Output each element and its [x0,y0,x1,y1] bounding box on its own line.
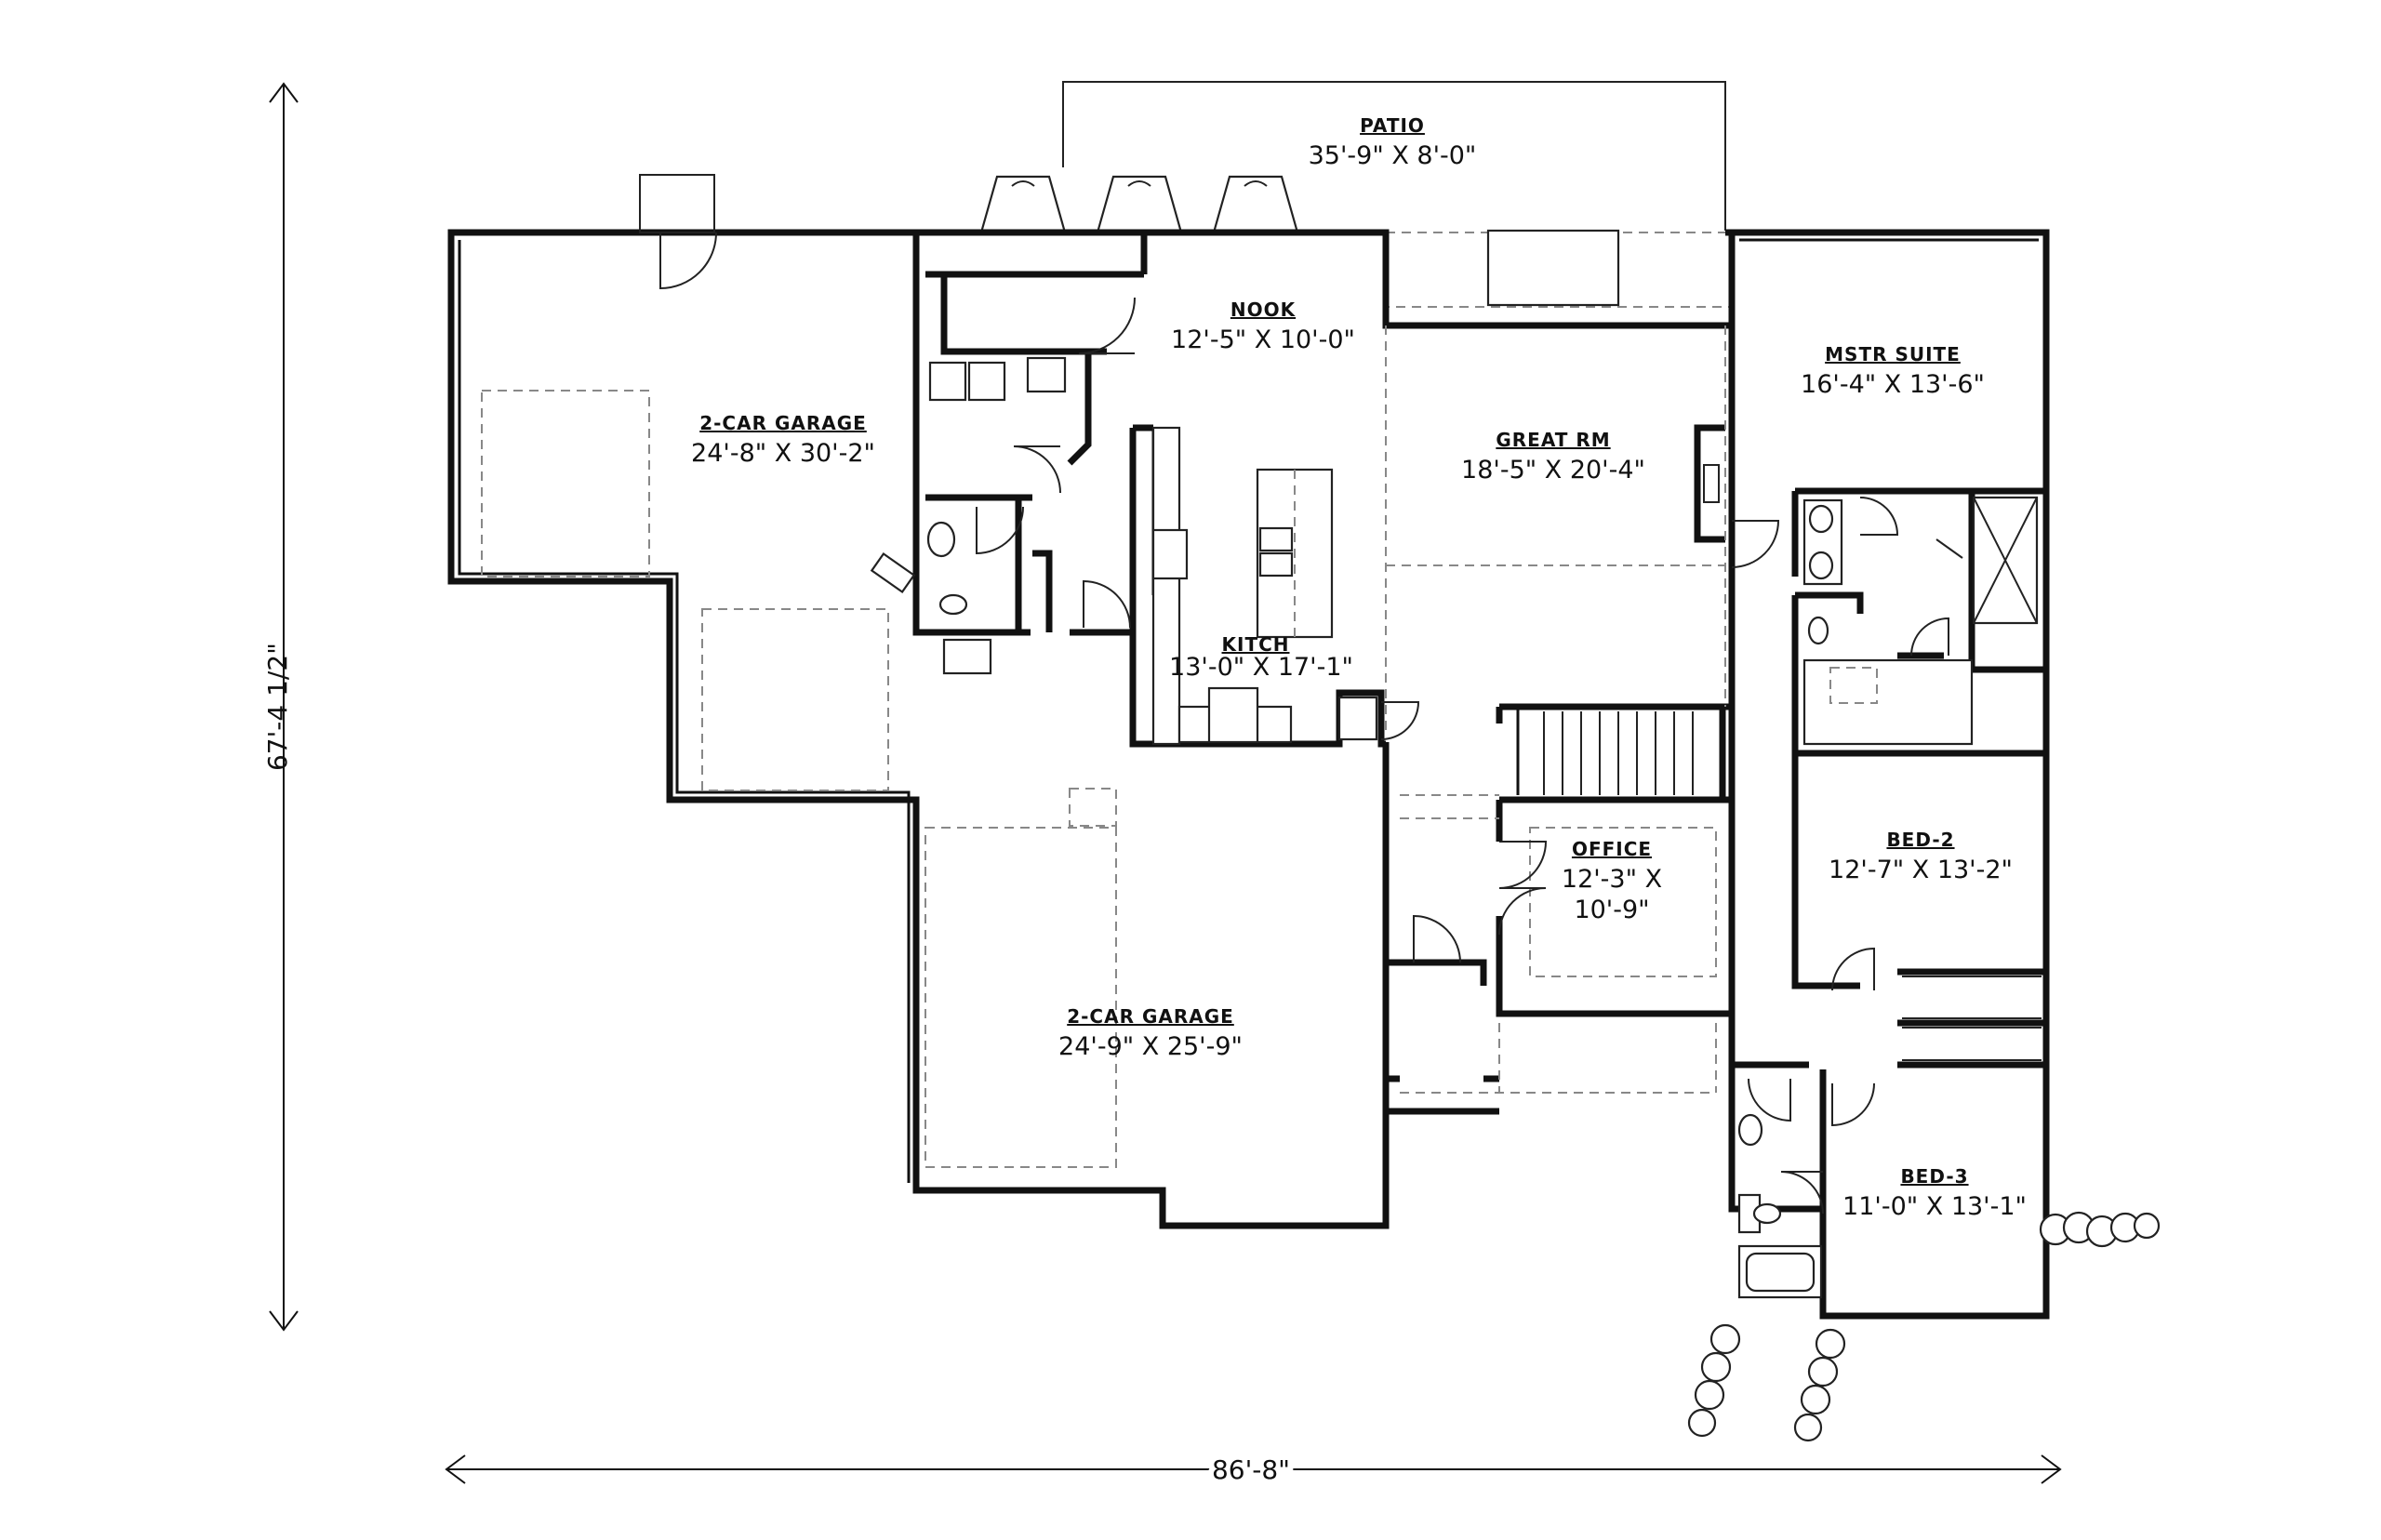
room-name-bed-3: BED-3 [1900,1165,1968,1188]
door-swings [659,232,1963,1215]
room-size-office-line2: 10'-9" [1574,896,1649,924]
room-size-office-line1: 12'-3" X [1562,865,1662,894]
room-size-bed-3: 11'-0" X 13'-1" [1842,1192,2027,1221]
patio-area [979,81,1731,308]
overall-width-label: 86'-8" [1212,1454,1290,1485]
room-name-garage-2: 2-CAR GARAGE [1067,1005,1234,1028]
room-name-kitchen: KITCH [1222,633,1290,656]
room-size-great-rm: 18'-5" X 20'-4" [1461,456,1645,485]
room-name-bed-2: BED-2 [1886,829,1954,851]
closet-shelves [1902,976,2042,1061]
room-name-patio: PATIO [1360,114,1425,137]
master-bath-fixtures [1802,496,2039,746]
room-size-garage-1: 24'-8" X 30'-2" [691,439,875,468]
bath-2-fixtures [1737,1113,1823,1299]
room-size-garage-2: 24'-9" X 25'-9" [1058,1032,1243,1061]
overall-depth-label: 67'-4 1/2" [262,643,293,771]
exterior-walls [447,174,2050,1320]
staircase [1516,707,1716,795]
room-name-garage-1: 2-CAR GARAGE [699,412,867,434]
room-name-office: OFFICE [1572,838,1652,860]
room-name-nook: NOOK [1230,299,1297,321]
room-size-mstr-suite: 16'-4" X 13'-6" [1801,370,1985,399]
kitchen-fixtures [1151,426,1378,746]
room-name-mstr-suite: MSTR SUITE [1825,343,1961,365]
room-size-patio: 35'-9" X 8'-0" [1309,141,1477,170]
room-size-bed-2: 12'-7" X 13'-2" [1829,856,2013,884]
room-name-great-rm: GREAT RM [1496,429,1610,451]
landscape-shrubs [1687,1211,2161,1442]
room-size-nook: 12'-5" X 10'-0" [1171,325,1355,354]
overall-dimensions [269,82,2062,1484]
interior-walls [925,271,2046,1209]
room-size-kitchen: 13'-0" X 17'-1" [1169,653,1353,682]
dashed-lines [481,325,1726,1168]
room-labels: PATIO 35'-9" X 8'-0" NOOK 12'-5" X 10'-0… [691,114,2027,1221]
utility-fixtures [870,356,1067,675]
